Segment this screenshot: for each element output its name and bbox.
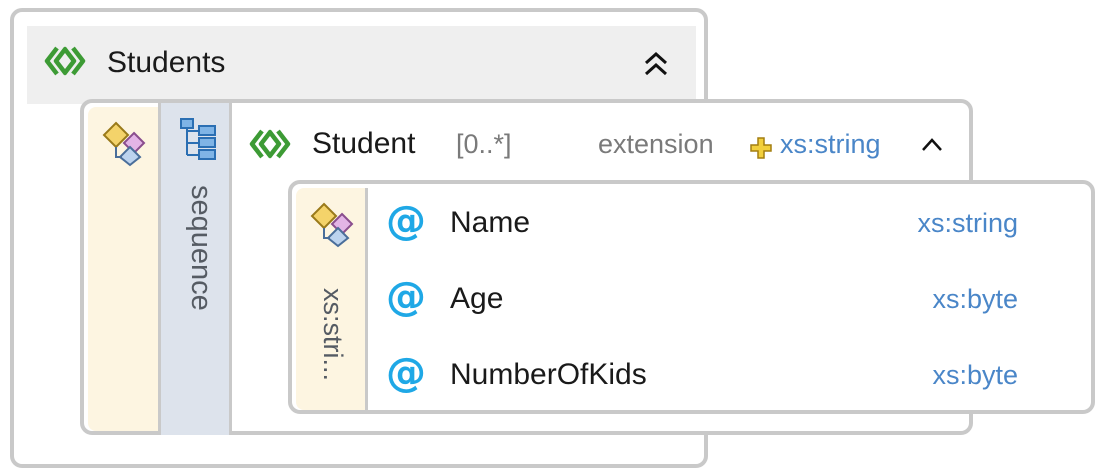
derivation-label: extension bbox=[598, 129, 714, 159]
attribute-icon: @ bbox=[386, 274, 426, 320]
students-title: Students bbox=[107, 46, 226, 79]
attributes-icon bbox=[102, 121, 146, 167]
collapse-chevron-icon[interactable] bbox=[920, 133, 944, 155]
attribute-name: Age bbox=[450, 282, 504, 315]
attribute-row-numberofkids[interactable]: @ NumberOfKids xs:byte bbox=[372, 342, 1092, 412]
attribute-row-name[interactable]: @ Name xs:string bbox=[372, 190, 1092, 260]
element-icon bbox=[44, 46, 86, 76]
extension-type-label: xs:stri... bbox=[318, 288, 348, 381]
attribute-row-age[interactable]: @ Age xs:byte bbox=[372, 266, 1092, 336]
attribute-name: NumberOfKids bbox=[450, 358, 647, 391]
base-type-link[interactable]: xs:string bbox=[780, 129, 881, 159]
attribute-icon: @ bbox=[386, 198, 426, 244]
sequence-compositor[interactable]: sequence bbox=[158, 103, 232, 435]
attribute-type-link[interactable]: xs:byte bbox=[932, 284, 1018, 314]
attributes-strip bbox=[88, 107, 160, 431]
collapse-chevron-icon[interactable] bbox=[643, 50, 669, 78]
student-title: Student bbox=[312, 127, 416, 160]
attributes-strip: xs:stri... bbox=[296, 188, 368, 410]
attribute-type-link[interactable]: xs:string bbox=[917, 208, 1018, 238]
sequence-icon bbox=[180, 118, 216, 160]
attributes-box[interactable]: xs:stri... @ Name xs:string @ Age xs:byt… bbox=[288, 180, 1095, 414]
base-type-plus-icon bbox=[750, 137, 772, 159]
attribute-name: Name bbox=[450, 206, 531, 239]
sequence-label: sequence bbox=[185, 185, 217, 311]
attribute-type-link[interactable]: xs:byte bbox=[932, 360, 1018, 390]
attributes-icon bbox=[310, 202, 354, 248]
occurrence-label: [0..*] bbox=[456, 129, 512, 159]
element-icon bbox=[249, 129, 291, 159]
attribute-icon: @ bbox=[386, 350, 426, 396]
students-header[interactable]: Students bbox=[27, 26, 696, 104]
